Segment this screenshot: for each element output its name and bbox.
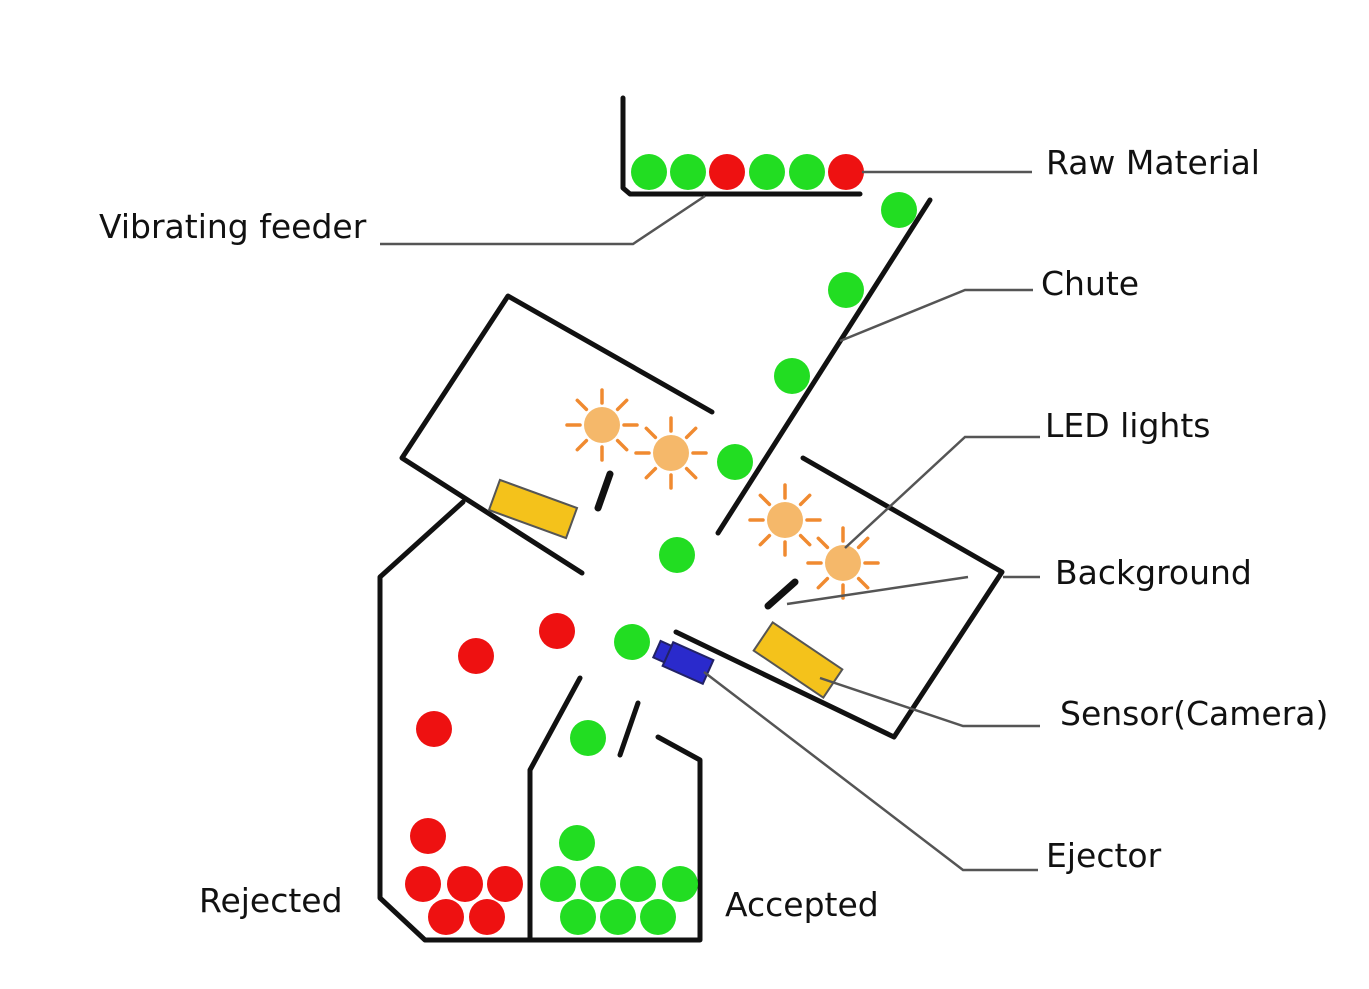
chute	[715, 197, 933, 536]
chute-label: Chute	[1041, 264, 1140, 303]
raw-material-label: Raw Material	[1046, 143, 1260, 182]
feeder-leader	[380, 194, 706, 246]
led-light-icon	[748, 483, 822, 557]
good-particle	[717, 444, 753, 480]
good-particle	[560, 899, 596, 935]
leader-lines	[380, 170, 1040, 872]
good-particle	[662, 866, 698, 902]
left-sensor-camera	[487, 478, 579, 540]
led-leader	[844, 435, 1040, 549]
bad-particle	[405, 866, 441, 902]
good-particle	[881, 192, 917, 228]
good-particle	[749, 154, 785, 190]
good-particle	[614, 624, 650, 660]
left-background-plate	[594, 470, 614, 512]
bad-particle	[709, 154, 745, 190]
rejected-label: Rejected	[199, 881, 343, 920]
led-light-icon	[565, 388, 639, 462]
led-lights-label: LED lights	[1045, 406, 1211, 445]
accept-bin-wall	[527, 675, 703, 943]
good-particle	[828, 272, 864, 308]
led-light-icon	[634, 416, 708, 490]
good-particle	[670, 154, 706, 190]
right-background-plate	[764, 578, 799, 610]
sensor-leader	[819, 676, 1040, 728]
led-light-icon	[806, 526, 880, 600]
good-particle	[659, 537, 695, 573]
reject-bin-wall	[377, 499, 533, 943]
background-label: Background	[1055, 553, 1252, 592]
good-particle	[540, 866, 576, 902]
ejector-leader	[703, 671, 1038, 872]
good-particle	[559, 825, 595, 861]
bad-particle	[428, 899, 464, 935]
accept-bin-divider	[617, 700, 641, 758]
chute-leader	[839, 288, 1033, 343]
good-particle	[774, 358, 810, 394]
left-optics-housing	[399, 293, 715, 576]
good-particle	[570, 720, 606, 756]
right-optics-housing	[673, 455, 1005, 740]
good-particle	[789, 154, 825, 190]
particles	[405, 154, 917, 935]
background-leader-lower	[786, 575, 969, 606]
vibrating-feeder-tray	[620, 95, 863, 197]
sensor-camera-label: Sensor(Camera)	[1060, 694, 1329, 733]
good-particle	[600, 899, 636, 935]
ejector-label: Ejector	[1046, 836, 1162, 875]
accepted-label: Accepted	[725, 885, 879, 924]
right-sensor-camera	[752, 621, 844, 699]
vibrating-feeder-label: Vibrating feeder	[99, 207, 367, 246]
good-particle	[580, 866, 616, 902]
bad-particle	[416, 711, 452, 747]
bad-particle	[410, 818, 446, 854]
ejector	[651, 639, 715, 686]
bad-particle	[539, 613, 575, 649]
good-particle	[631, 154, 667, 190]
bad-particle	[487, 866, 523, 902]
bad-particle	[469, 899, 505, 935]
good-particle	[620, 866, 656, 902]
bad-particle	[458, 638, 494, 674]
bad-particle	[447, 866, 483, 902]
bad-particle	[828, 154, 864, 190]
good-particle	[640, 899, 676, 935]
led-lights	[565, 388, 880, 600]
